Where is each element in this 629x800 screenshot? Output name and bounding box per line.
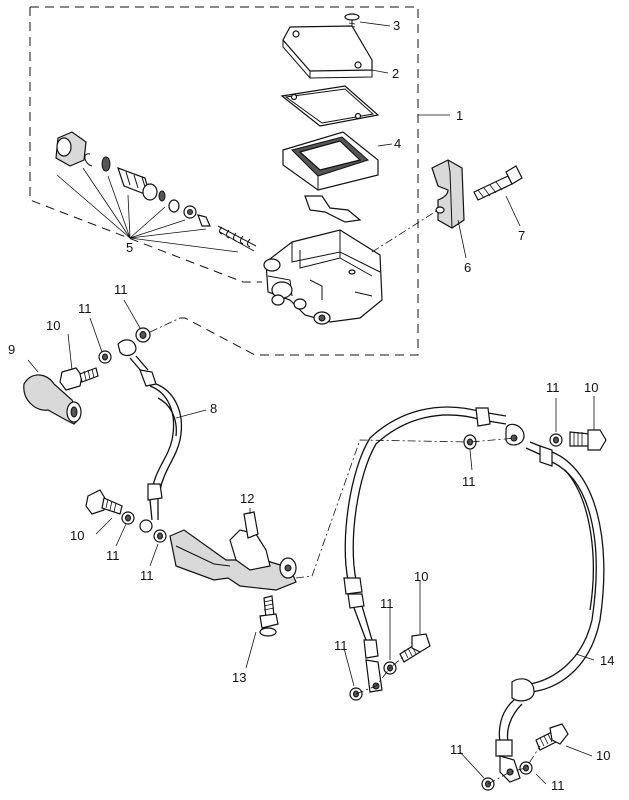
part-number-11i: 11 [450, 742, 464, 757]
bleed-cap [23, 374, 82, 425]
part-number-11b: 11 [114, 282, 128, 297]
hose-end-lower-left [343, 577, 383, 693]
master-cylinder-body [263, 229, 383, 325]
part-number-10e: 10 [596, 748, 610, 763]
handlebar-holder [431, 159, 465, 229]
part-number-2: 2 [392, 66, 399, 81]
part-number-11j: 11 [551, 778, 565, 793]
brake-hose-upper [117, 339, 182, 521]
part-number-11h: 11 [334, 638, 348, 653]
diaphragm-plate [280, 85, 380, 127]
centerline-lower-right [487, 745, 541, 785]
hose-joint-bracket [169, 511, 297, 591]
part-number-10b: 10 [70, 528, 84, 543]
part-number-8: 8 [210, 401, 217, 416]
part-number-10c: 10 [584, 380, 598, 395]
part-number-1: 1 [456, 108, 463, 123]
part-number-7: 7 [518, 228, 525, 243]
part-number-5: 5 [126, 240, 133, 255]
part-number-14: 14 [600, 653, 614, 668]
leader-lines [27, 21, 595, 785]
part-number-9: 9 [8, 342, 15, 357]
part-number-11c: 11 [106, 548, 120, 563]
union-bolt-lower-right [535, 723, 569, 751]
holder-bolt [473, 165, 523, 201]
diaphragm-clip [304, 195, 362, 223]
union-bolt-upper [59, 367, 99, 391]
part-number-3: 3 [393, 18, 400, 33]
reservoir-cap [282, 25, 373, 79]
centerline-holder [371, 209, 439, 253]
part-number-10a: 10 [46, 318, 60, 333]
part-number-11a: 11 [78, 301, 92, 316]
union-bolt-right-upper [569, 429, 607, 451]
centerline-bracket [295, 437, 517, 579]
union-bolt-lower-left [399, 633, 431, 663]
brake-hose-lower [344, 406, 605, 783]
part-number-13: 13 [232, 670, 246, 685]
part-number-11e: 11 [462, 474, 476, 489]
part-number-11g: 11 [380, 596, 394, 611]
mounting-bolt [259, 595, 279, 637]
assembly-boundary [29, 6, 419, 356]
part-number-4: 4 [394, 136, 401, 151]
union-bolt-middle [85, 489, 123, 515]
part-number-11d: 11 [140, 568, 154, 583]
diaphragm [282, 131, 379, 191]
centerline-upper [149, 317, 181, 333]
part-number-6: 6 [464, 260, 471, 275]
part-number-11f: 11 [546, 380, 560, 395]
centerline-lower-left [355, 655, 405, 695]
piston-kit [55, 131, 257, 252]
part-number-12: 12 [240, 491, 254, 506]
part-number-10d: 10 [414, 569, 428, 584]
